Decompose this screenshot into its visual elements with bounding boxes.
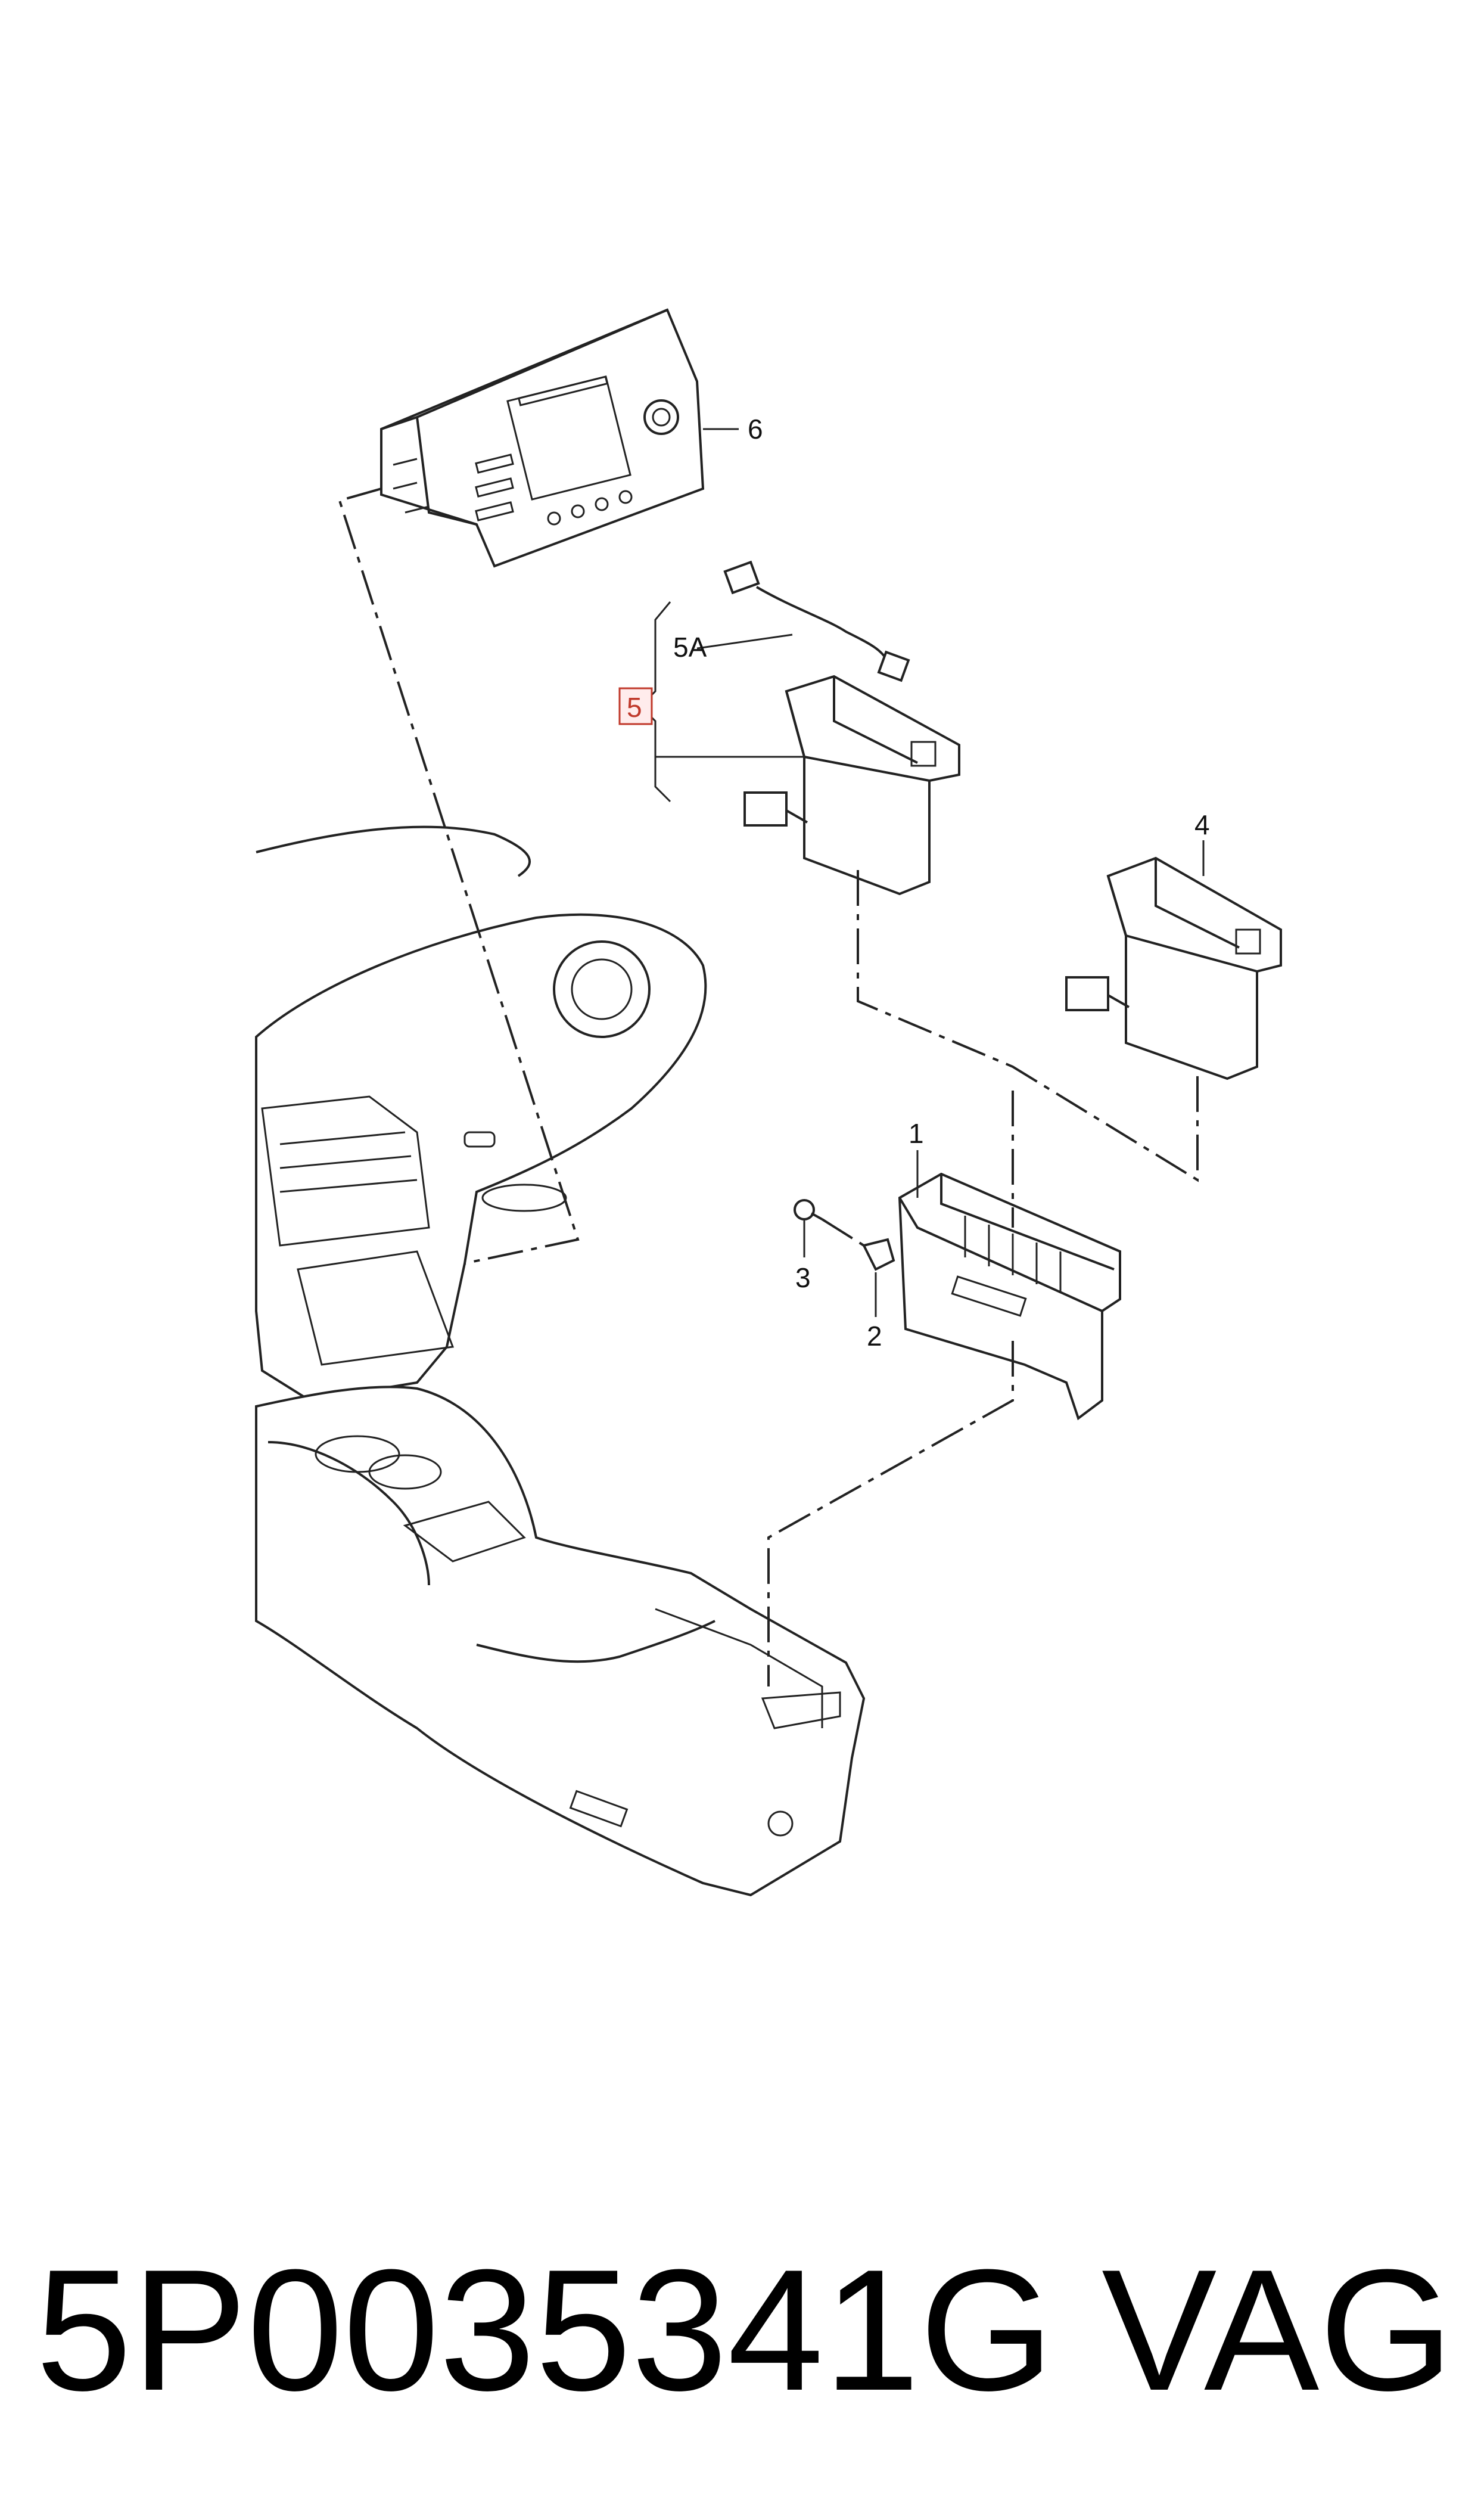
callout-6: 6 (748, 414, 763, 445)
dashboard (255, 825, 707, 1402)
center-console (255, 1386, 866, 1897)
brand-text: VAG (1102, 2234, 1454, 2427)
assembly-lines (338, 487, 1199, 1686)
mounting-frame (898, 1172, 1121, 1421)
callout-4: 4 (1194, 809, 1210, 840)
callout-5a: 5A (673, 632, 707, 663)
aux-socket-module (743, 675, 960, 896)
callout-5-box (618, 687, 653, 725)
part-number-text: 5P0035341G (36, 2234, 1054, 2427)
retaining-clip (862, 1238, 895, 1271)
usb-cable (723, 560, 910, 682)
callout-3: 3 (795, 1262, 811, 1293)
callout-1: 1 (909, 1118, 924, 1149)
alt-socket-module (1065, 856, 1282, 1080)
callout-2: 2 (867, 1321, 882, 1352)
callout-5: 5 (627, 692, 642, 723)
radio-head-unit (380, 308, 705, 568)
leader-5a (696, 633, 793, 650)
screw (794, 1199, 865, 1247)
